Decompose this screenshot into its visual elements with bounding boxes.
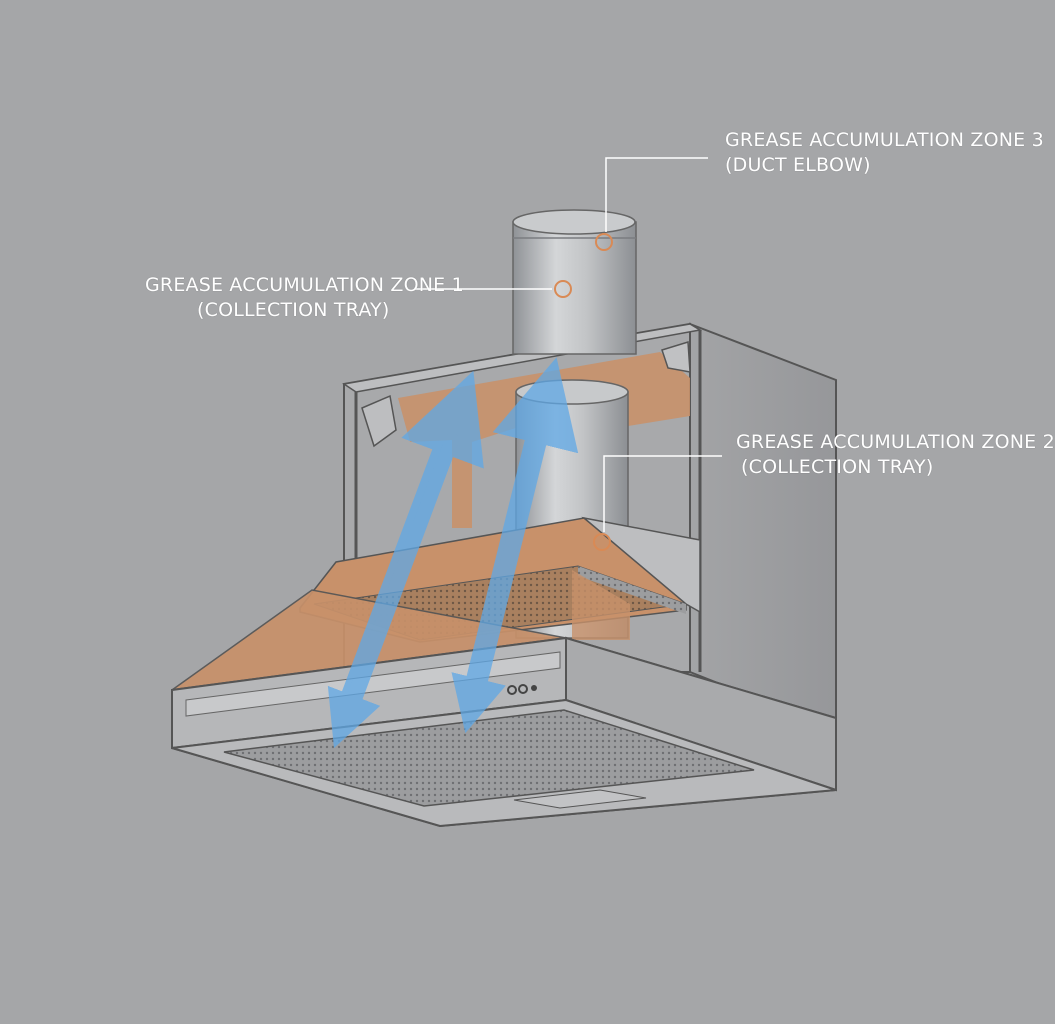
control-knobs xyxy=(507,684,537,695)
zone3-title: GREASE ACCUMULATION ZONE 3 xyxy=(725,129,1044,151)
diagram-stage: GREASE ACCUMULATION ZONE 1 (COLLECTION T… xyxy=(145,129,1055,828)
zone1-title: GREASE ACCUMULATION ZONE 1 xyxy=(145,274,464,296)
zone2-title: GREASE ACCUMULATION ZONE 2 xyxy=(736,431,1055,453)
zone2-callout-label: GREASE ACCUMULATION ZONE 2 (COLLECTION T… xyxy=(736,430,1055,480)
leader-zone3 xyxy=(605,157,708,232)
zone1-callout-label: GREASE ACCUMULATION ZONE 1 (COLLECTION T… xyxy=(145,273,464,323)
range-hood-icon xyxy=(171,636,837,828)
zone1-subtitle: (COLLECTION TRAY) xyxy=(197,299,390,321)
zone2-subtitle: (COLLECTION TRAY) xyxy=(741,456,934,478)
marker-zone1 xyxy=(554,280,572,298)
exhaust-duct-icon xyxy=(512,209,637,355)
leader-zone2 xyxy=(603,455,722,532)
marker-zone2 xyxy=(593,533,611,551)
airflow-arrow-icon xyxy=(327,357,579,749)
zone3-subtitle: (DUCT ELBOW) xyxy=(725,154,871,176)
range-hood-diagram xyxy=(170,157,837,828)
marker-zone3 xyxy=(595,233,613,251)
zone3-callout-label: GREASE ACCUMULATION ZONE 3 (DUCT ELBOW) xyxy=(725,128,1044,178)
zone-marker-icon xyxy=(554,233,613,551)
callout-lines xyxy=(415,157,722,532)
